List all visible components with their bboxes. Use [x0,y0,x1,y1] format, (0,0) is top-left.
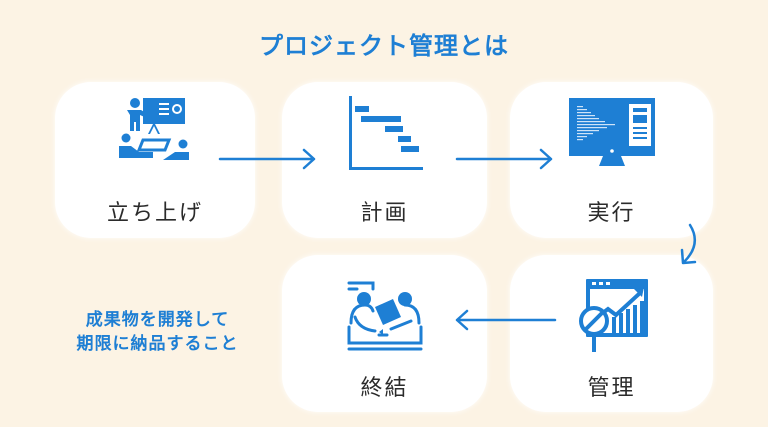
arrow-initiation-to-planning [218,148,316,170]
phase-label: 実行 [587,201,636,226]
phase-label: 終結 [360,376,409,401]
arrow-execution-to-monitoring [680,223,697,265]
note-line-2: 期限に納品すること [76,334,239,354]
phase-card-planning: 計画 [282,82,487,238]
phase-card-monitoring: 管理 [510,255,713,412]
gantt-chart-icon [345,94,425,178]
phase-label: 立ち上げ [106,201,203,226]
analytics-magnifier-icon [572,277,652,361]
handover-meeting-icon [345,277,425,357]
definition-note: 成果物を開発して 期限に納品すること [50,308,265,356]
note-line-1: 成果物を開発して [85,310,230,330]
page-title: プロジェクト管理とは [259,32,509,60]
computer-monitor-icon [567,94,657,178]
phase-label: 計画 [360,201,409,226]
arrow-planning-to-execution [455,148,553,170]
phase-card-closing: 終結 [282,255,487,412]
arrow-monitoring-to-closing [455,309,557,331]
presentation-meeting-icon [115,94,195,178]
phase-label: 管理 [587,376,636,401]
